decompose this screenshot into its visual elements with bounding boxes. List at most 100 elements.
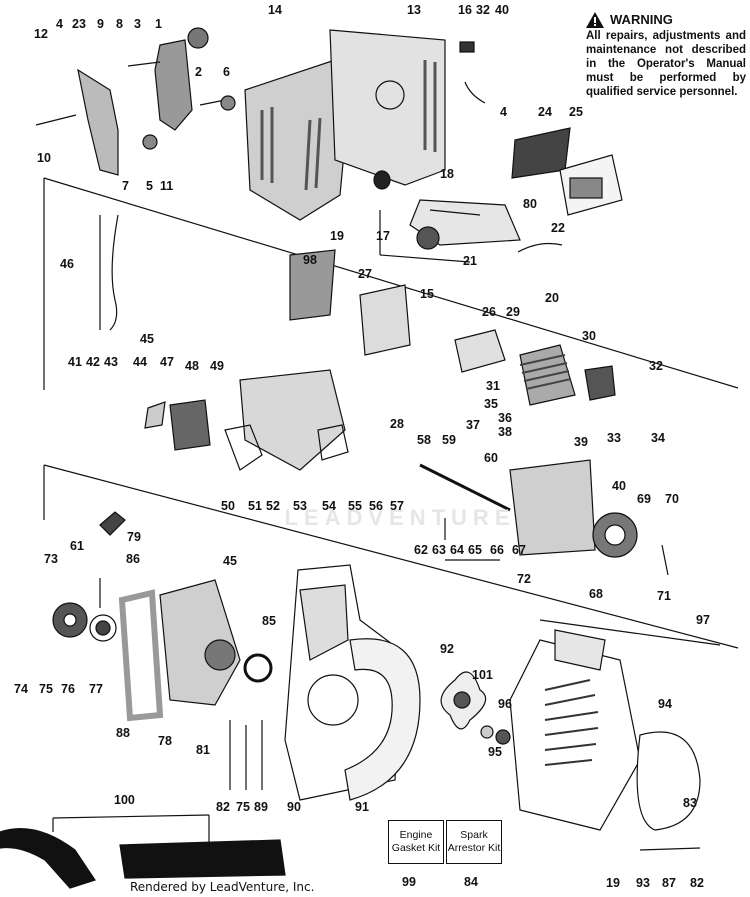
warning-notice: WARNING All repairs, adjustments and mai… [586, 12, 746, 99]
starter-housing-shape [159, 579, 241, 706]
part-label: 79 [127, 530, 141, 544]
part-label: 98 [303, 253, 317, 267]
part-label: 30 [582, 329, 596, 343]
part-label: 59 [442, 433, 456, 447]
warning-header: WARNING [586, 12, 746, 28]
part-label: 42 [86, 355, 100, 369]
part-label: 19 [606, 876, 620, 890]
part-label: 3 [134, 17, 141, 31]
part-label: 91 [355, 800, 369, 814]
part-label: 23 [72, 17, 86, 31]
part-label: 41 [68, 355, 82, 369]
part-label: 5 [146, 179, 153, 193]
part-label: 68 [589, 587, 603, 601]
part-label: 71 [657, 589, 671, 603]
part-label: 76 [61, 682, 75, 696]
part-label: 6 [223, 65, 230, 79]
part-label: 7 [122, 179, 129, 193]
part-label: 86 [126, 552, 140, 566]
part-label: 65 [468, 543, 482, 557]
part-label: 92 [440, 642, 454, 656]
part-label: 49 [210, 359, 224, 373]
part-label: 19 [330, 229, 344, 243]
part-label: 29 [506, 305, 520, 319]
part-label: 73 [44, 552, 58, 566]
part-label: 13 [407, 3, 421, 17]
rear-housing-shape [509, 639, 641, 831]
part-label: 44 [133, 355, 147, 369]
part-label: 64 [450, 543, 464, 557]
intake-cover-shape [636, 731, 701, 831]
spark-plug-cap-shape [454, 329, 506, 373]
part-label: 1 [155, 17, 162, 31]
part-label: 75 [39, 682, 53, 696]
crankcase-shape [239, 369, 346, 471]
volute-shell-shape [344, 638, 421, 801]
part-label: 93 [636, 876, 650, 890]
part-label: 33 [607, 431, 621, 445]
part-label: 37 [466, 418, 480, 432]
warning-title: WARNING [610, 12, 673, 27]
part-label: 85 [262, 614, 276, 628]
part-label: 63 [432, 543, 446, 557]
straight-tube-shape [119, 839, 286, 879]
part-label: 57 [390, 499, 404, 513]
cover-shape [329, 29, 446, 186]
part-label: 35 [484, 397, 498, 411]
part-label: 90 [287, 800, 301, 814]
credit-text: Rendered by LeadVenture, Inc. [130, 880, 315, 894]
part-label: 45 [223, 554, 237, 568]
part-label: 8 [116, 17, 123, 31]
part-label: 61 [70, 539, 84, 553]
engine-gasket-kit-label: Engine Gasket Kit [391, 829, 441, 854]
part-label: 50 [221, 499, 235, 513]
part-label: 88 [116, 726, 130, 740]
part-label: 83 [683, 796, 697, 810]
part-label: 20 [545, 291, 559, 305]
part-label: 16 [458, 3, 472, 17]
section-line [43, 464, 739, 649]
part-label: 48 [185, 359, 199, 373]
part-label: 15 [420, 287, 434, 301]
part-label: 80 [523, 197, 537, 211]
handle-left-shape [77, 68, 119, 176]
crankcase-rear-shape [509, 459, 596, 556]
section-line [43, 177, 739, 389]
part-label: 28 [390, 417, 404, 431]
part-label: 11 [160, 179, 174, 193]
part-label: 82 [690, 876, 704, 890]
part-label: 81 [196, 743, 210, 757]
warning-triangle-icon [586, 12, 604, 28]
part-label: 12 [34, 27, 48, 41]
part-label: 27 [358, 267, 372, 281]
part-label: 78 [158, 734, 172, 748]
part-label: 4 [500, 105, 507, 119]
part-label: 97 [696, 613, 710, 627]
warning-text: All repairs, adjustments and maintenance… [586, 30, 746, 98]
part-label: 58 [417, 433, 431, 447]
part-label: 2 [195, 65, 202, 79]
part-label: 87 [662, 876, 676, 890]
part-label: 96 [498, 697, 512, 711]
part-label: 26 [482, 305, 496, 319]
spark-wire-shape [109, 214, 119, 331]
part-label: 40 [612, 479, 626, 493]
starter-handle-shape [99, 511, 126, 536]
engine-gasket-kit-box: Engine Gasket Kit [388, 820, 444, 864]
part-label: 10 [37, 151, 51, 165]
part-label: 75 [236, 800, 250, 814]
part-label: 55 [348, 499, 362, 513]
curved-tube-shape [0, 827, 96, 889]
part-label: 34 [651, 431, 665, 445]
part-label: 47 [160, 355, 174, 369]
spark-arrestor-kit-label: Spark Arrestor Kit [447, 829, 501, 854]
part-label: 74 [14, 682, 28, 696]
part-label: 4 [56, 17, 63, 31]
watermark-text: LEADVENTURE [284, 505, 515, 530]
part-label: 14 [268, 3, 282, 17]
carburetor-shape [169, 399, 211, 451]
part-label: 54 [322, 499, 336, 513]
part-label: 60 [484, 451, 498, 465]
muffler-shape [359, 284, 411, 356]
